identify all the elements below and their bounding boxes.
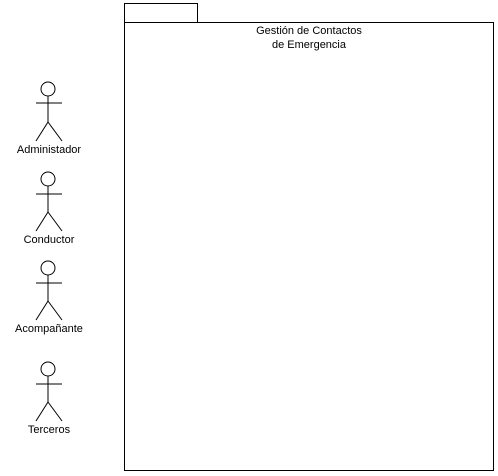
system-package[interactable]: Gestión de Contactos de Emergencia [124, 3, 494, 471]
package-tab[interactable] [124, 3, 198, 23]
package-title-line-1: Gestión de Contactos [256, 25, 362, 37]
actor-label: Terceros [28, 424, 71, 436]
actor-terceros[interactable]: Terceros [28, 361, 71, 436]
actor-administador[interactable]: Administador [17, 81, 82, 156]
actor-label: Acompañante [15, 323, 83, 335]
package-title-line-2: de Emergencia [272, 39, 347, 51]
package-body[interactable] [124, 22, 494, 471]
actor-stick-figure-icon [35, 361, 63, 422]
actor-acompanante[interactable]: Acompañante [15, 260, 83, 335]
actor-label: Administador [17, 144, 82, 156]
actor-label: Conductor [24, 234, 75, 246]
actor-stick-figure-icon [35, 81, 63, 142]
actor-stick-figure-icon [35, 260, 63, 321]
actor-conductor[interactable]: Conductor [24, 171, 75, 246]
actor-stick-figure-icon [35, 171, 63, 232]
